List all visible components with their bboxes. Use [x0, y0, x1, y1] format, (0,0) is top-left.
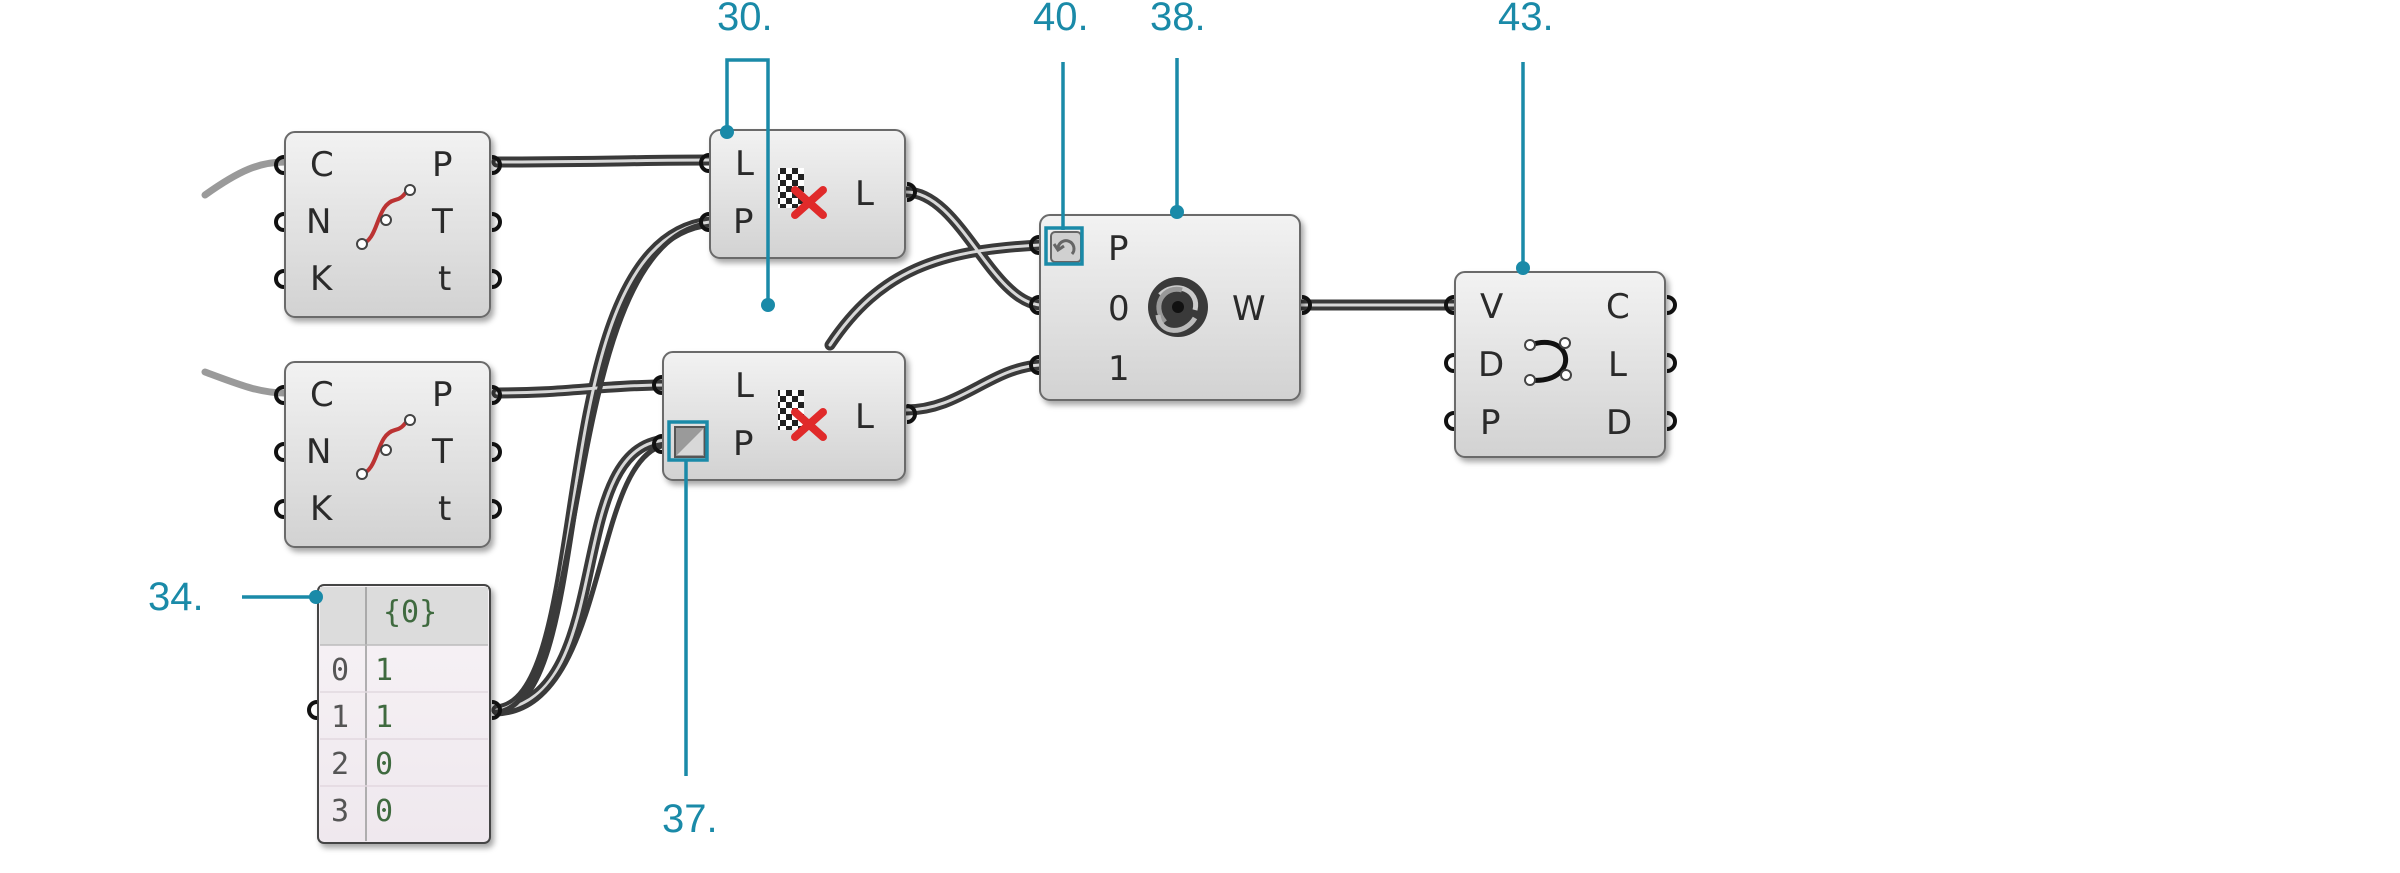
input-label-p: P: [733, 202, 754, 242]
input-label-1: 1: [1108, 349, 1130, 389]
panel-row-value: 0: [375, 794, 393, 829]
input-label-l: L: [735, 366, 754, 406]
input-label-p: P: [733, 424, 754, 464]
callout-34-label: 34.: [148, 575, 204, 619]
output-label-t: T: [431, 432, 453, 472]
callouts: [242, 58, 1525, 776]
panel-row-value: 1: [375, 653, 393, 688]
panel-row-value: 1: [375, 700, 393, 735]
panel-rows: 0 1 1 1 2 0 3 0: [331, 653, 393, 829]
input-label-d: D: [1478, 345, 1504, 385]
data-wires: [491, 154, 1461, 717]
input-label-v: V: [1480, 287, 1503, 327]
output-label-t-param: t: [438, 259, 451, 299]
wire-in-curve-2: [201, 368, 289, 397]
callout-37-label: 37.: [662, 797, 718, 841]
data-panel[interactable]: {0} 0 1 1 1 2 0 3 0: [307, 584, 502, 844]
evaluate-curve-component-1[interactable]: C N K P T t: [274, 131, 502, 318]
evaluate-curve-icon: [356, 414, 416, 480]
callout-40-label: 40.: [1033, 0, 1089, 39]
output-label-t-param: t: [438, 489, 451, 529]
cull-pattern-component-1[interactable]: L P L: [699, 129, 917, 259]
output-label-l: L: [855, 397, 874, 437]
input-label-c: C: [310, 375, 334, 415]
weave-icon: [1148, 277, 1208, 337]
input-label-c: C: [310, 145, 334, 185]
input-label-l: L: [735, 144, 754, 184]
input-label-n: N: [306, 432, 331, 472]
panel-row-index: 3: [331, 794, 349, 829]
cull-pattern-component-2[interactable]: L P L: [652, 351, 917, 481]
evaluate-curve-icon: [356, 184, 416, 250]
input-label-0: 0: [1108, 289, 1130, 329]
callout-43-label: 43.: [1498, 0, 1554, 39]
input-label-k: K: [310, 259, 334, 299]
callout-40-box: [1044, 226, 1084, 266]
cull-pattern-icon: [778, 390, 827, 441]
callout-dots: [309, 125, 1530, 604]
reverse-icon: [1050, 231, 1082, 263]
output-label-w: W: [1232, 289, 1266, 329]
panel-row-index: 1: [331, 700, 349, 735]
output-label-c: C: [1606, 287, 1630, 327]
panel-row-value: 0: [375, 747, 393, 782]
input-label-p: P: [1480, 403, 1501, 443]
callout-30-leader: [725, 58, 770, 305]
panel-row-index: 0: [331, 653, 349, 688]
output-label-d: D: [1606, 403, 1632, 443]
panel-row-index: 2: [331, 747, 349, 782]
cull-pattern-icon: [778, 168, 827, 219]
ports-interpolate: [1444, 295, 1677, 431]
weave-component[interactable]: P 0 1 W: [1029, 214, 1312, 401]
output-label-l: L: [1608, 345, 1627, 385]
output-label-l: L: [855, 174, 874, 214]
callout-37-box: [667, 420, 709, 462]
input-label-k: K: [310, 489, 334, 529]
interpolate-curve-component[interactable]: V D P C L D: [1444, 271, 1677, 458]
output-label-t: T: [431, 202, 453, 242]
callout-38-label: 38.: [1150, 0, 1206, 39]
input-label-p: P: [1108, 229, 1129, 269]
panel-branch-header: {0}: [383, 595, 437, 630]
evaluate-curve-component-2[interactable]: C N K P T t: [274, 361, 502, 548]
ports-panel: [307, 700, 502, 720]
input-label-n: N: [306, 202, 331, 242]
ports-curve-1: [274, 155, 502, 289]
callout-30-label: 30.: [717, 0, 773, 39]
ports-cull-2: [652, 375, 917, 454]
ports-weave: [1029, 235, 1312, 375]
output-label-p: P: [432, 375, 453, 415]
wires: [201, 154, 1461, 717]
internalised-data-icon: [674, 426, 706, 458]
ports-cull-1: [699, 153, 917, 232]
ports-curve-2: [274, 385, 502, 519]
output-label-p: P: [432, 145, 453, 185]
wire-in-curve-1: [201, 158, 289, 199]
interpolate-curve-icon: [1524, 337, 1572, 386]
